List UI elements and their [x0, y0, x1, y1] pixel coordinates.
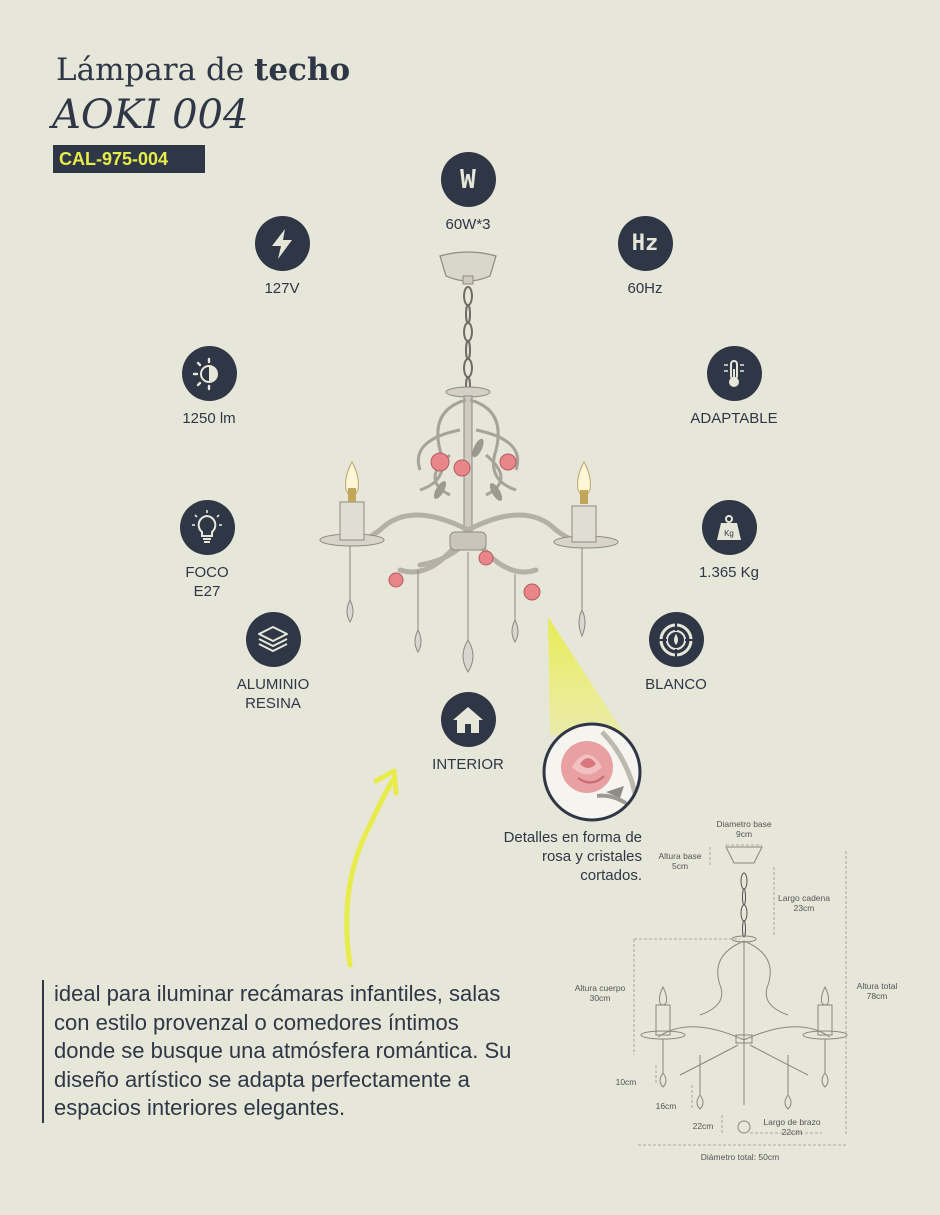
- svg-text:5cm: 5cm: [672, 861, 688, 871]
- weight-label: 1.365 Kg: [698, 564, 760, 581]
- spec-bulb: FOCO E27: [137, 500, 277, 601]
- svg-text:Altura base: Altura base: [659, 851, 702, 861]
- rose-detail-image: [542, 722, 642, 822]
- svg-text:78cm: 78cm: [867, 991, 888, 1001]
- product-title: Lámpara de techo: [56, 52, 350, 88]
- house-icon: [440, 692, 496, 747]
- spec-color: BLANCO: [606, 612, 746, 694]
- highlight-beam: [548, 617, 625, 735]
- temperature-label: ADAPTABLE: [690, 410, 778, 427]
- brightness-icon: [181, 346, 237, 401]
- detail-caption: Detalles en forma de rosa y cristales co…: [503, 829, 642, 884]
- svg-text:30cm: 30cm: [590, 993, 611, 1003]
- svg-text:9cm: 9cm: [736, 829, 752, 839]
- spec-temperature: ADAPTABLE: [664, 346, 804, 428]
- svg-text:23cm: 23cm: [794, 903, 815, 913]
- lightning-icon: [254, 216, 310, 271]
- arrow-icon: [344, 768, 399, 968]
- svg-text:16cm: 16cm: [656, 1101, 677, 1111]
- product-code-badge: CAL-975-004: [53, 145, 205, 173]
- usage-label: INTERIOR: [432, 756, 504, 773]
- thermometer-icon: [706, 346, 762, 401]
- svg-text:Kg: Kg: [724, 529, 734, 538]
- color-wheel-icon: [648, 612, 704, 667]
- weight-icon: Kg: [701, 500, 757, 555]
- lumens-label: 1250 lm: [182, 410, 236, 427]
- voltage-label: 127V: [264, 280, 300, 297]
- color-label: BLANCO: [645, 676, 707, 693]
- hz-icon: Hz: [617, 216, 673, 271]
- spec-material: ALUMINIO RESINA: [203, 612, 343, 713]
- svg-text:Altura cuerpo: Altura cuerpo: [575, 983, 626, 993]
- material-label: ALUMINIO RESINA: [236, 676, 310, 712]
- svg-text:Largo cadena: Largo cadena: [778, 893, 830, 903]
- spec-lumens: 1250 lm: [139, 346, 279, 428]
- layers-icon: [245, 612, 301, 667]
- model-name: AOKI 004: [52, 92, 249, 138]
- svg-text:Largo de brazo: Largo de brazo: [763, 1117, 820, 1127]
- spec-watts: W 60W*3: [398, 152, 538, 234]
- chandelier-image: [319, 251, 619, 673]
- svg-text:10cm: 10cm: [616, 1077, 637, 1087]
- product-description: ideal para iluminar recámaras infantiles…: [42, 980, 524, 1123]
- watts-label: 60W*3: [445, 216, 491, 233]
- svg-text:22cm: 22cm: [693, 1121, 714, 1131]
- spec-frequency: Hz 60Hz: [575, 216, 715, 298]
- svg-text:Diametro base: Diametro base: [716, 819, 772, 829]
- svg-text:Altura total: Altura total: [857, 981, 898, 991]
- svg-text:Diámetro total: 50cm: Diámetro total: 50cm: [701, 1152, 779, 1162]
- title-prefix: Lámpara de: [56, 52, 245, 88]
- title-bold: techo: [254, 52, 351, 88]
- svg-text:22cm: 22cm: [782, 1127, 803, 1137]
- bulb-label: FOCO E27: [185, 564, 229, 600]
- spec-weight: Kg 1.365 Kg: [659, 500, 799, 582]
- lightbulb-icon: [179, 500, 235, 555]
- dimension-diagram: Diametro base 9cm Altura base 5cm Largo …: [575, 819, 898, 1162]
- spec-voltage: 127V: [212, 216, 352, 298]
- spec-usage: INTERIOR: [398, 692, 538, 774]
- frequency-label: 60Hz: [627, 280, 663, 297]
- watts-icon: W: [440, 152, 496, 207]
